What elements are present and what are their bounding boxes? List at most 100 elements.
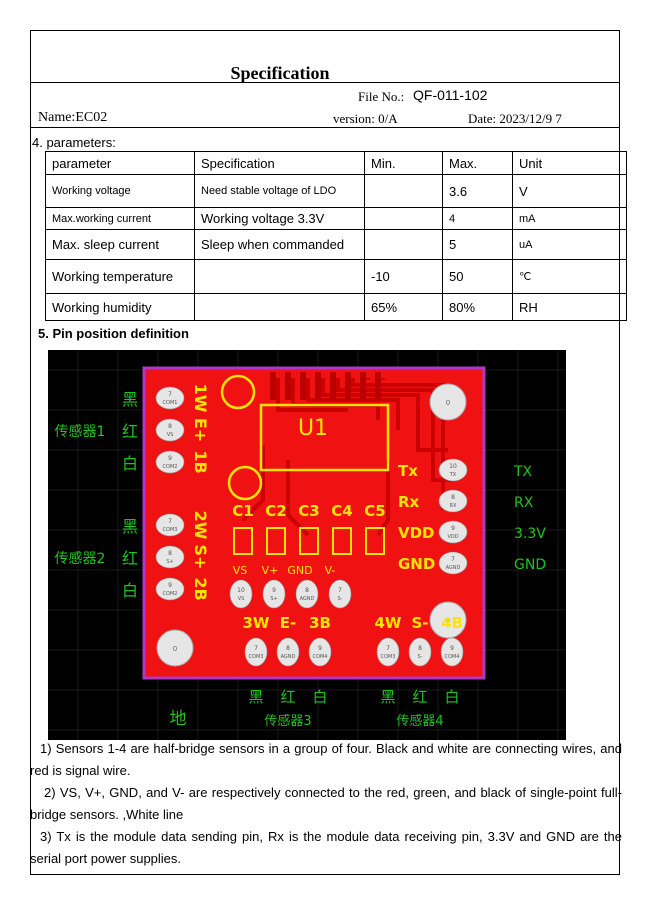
silk-label: E-: [280, 614, 296, 632]
sensor-pad: [408, 637, 432, 667]
silk-label: 1B: [191, 450, 210, 473]
mounting-hole: [429, 383, 467, 421]
note-3: 3) Tx is the module data sending pin, Rx…: [30, 829, 622, 866]
pad-label: COM2: [163, 591, 178, 597]
wire-color-label: 白: [122, 454, 138, 473]
capacitor-outline: [332, 527, 352, 555]
pad-label: S-: [338, 596, 343, 602]
pad-label: RX: [450, 503, 457, 509]
cap-row-label: V+: [262, 564, 279, 577]
serial-pin-label: 3.3V: [514, 526, 546, 542]
column-header: Specification: [194, 151, 365, 175]
serial-pin-label: RX: [514, 495, 534, 511]
wire-color-label: 白: [444, 688, 459, 706]
wire-color-label: 黑: [380, 688, 395, 706]
silk-label: 2W: [191, 511, 210, 540]
pad-number: 10: [449, 463, 457, 470]
table-cell: [194, 259, 365, 294]
pad-label: S-: [418, 654, 423, 660]
pad-number: 8: [168, 550, 172, 557]
mounting-hole-label: 0: [446, 399, 450, 407]
column-header: Min.: [364, 151, 443, 175]
pad-label: VDD: [447, 534, 458, 540]
capacitor-label: C5: [364, 502, 385, 520]
pcb-trace: [351, 378, 445, 510]
file-no-label: File No.:: [358, 89, 405, 104]
sensor-pad: [155, 450, 185, 474]
pcb-trace: [276, 378, 348, 412]
pcb-trace: [241, 445, 265, 522]
pad-label: COM3: [249, 654, 264, 660]
signal-pad: [229, 579, 253, 609]
page-title: Specification: [230, 63, 330, 83]
pad-label: TX: [449, 472, 457, 478]
table-cell: Working humidity: [45, 293, 195, 321]
section-4-heading: 4. parameters:: [32, 135, 116, 150]
table-cell: [364, 174, 443, 208]
signal-pad: [262, 579, 286, 609]
table-cell: -10: [364, 259, 443, 294]
silk-label: VDD: [398, 524, 435, 542]
pad-number: 7: [451, 556, 455, 563]
wire-color-label: 黑: [248, 688, 263, 706]
table-cell: [364, 207, 443, 230]
sensor-pad: [376, 637, 400, 667]
wire-color-label: 红: [122, 422, 138, 441]
chip-outline: [259, 403, 390, 472]
pad-number: 9: [168, 582, 172, 589]
pad-label: S+: [166, 559, 173, 565]
pad-label: COM1: [163, 400, 178, 406]
signal-pad: [328, 579, 352, 609]
pad-number: 9: [272, 587, 276, 594]
pad-label: VS: [167, 432, 174, 438]
table-cell: uA: [512, 229, 627, 260]
pad-label: COM3: [381, 654, 396, 660]
serial-pad: [438, 489, 468, 513]
sensor-pad: [308, 637, 332, 667]
mounting-hole: [156, 629, 194, 667]
column-header: parameter: [45, 151, 195, 175]
table-cell: Working voltage 3.3V: [194, 207, 365, 230]
notes: 1) Sensors 1-4 are half-bridge sensors i…: [30, 738, 622, 870]
pad-number: 8: [168, 423, 172, 430]
wire-color-label: 黑: [122, 390, 138, 409]
cap-row-label: VS: [233, 564, 248, 577]
silk-label: S-: [411, 614, 428, 632]
pcb-trace: [376, 460, 390, 537]
silk-label: Tx: [398, 462, 418, 480]
silk-label: 4W: [375, 614, 402, 632]
pcb-trace: [336, 378, 453, 482]
sensor-group-label: 传感器2: [55, 550, 106, 567]
meta-divider: [30, 127, 620, 128]
note-1: 1) Sensors 1-4 are half-bridge sensors i…: [30, 741, 622, 778]
pad-number: 7: [254, 645, 258, 652]
note-2: 2) VS, V+, GND, and V- are respectively …: [30, 785, 622, 822]
pad-label: VS: [238, 596, 245, 602]
wire-color-label: 红: [412, 688, 427, 706]
table-cell: 3.6: [442, 174, 513, 208]
pad-label: S+: [270, 596, 277, 602]
pad-number: 7: [168, 391, 172, 398]
pad-label: COM2: [163, 464, 178, 470]
bottom-rule: [30, 874, 620, 875]
capacitor-outline: [266, 527, 286, 555]
table-cell: Need stable voltage of LDO: [194, 174, 365, 208]
pad-number: 7: [386, 645, 390, 652]
pad-number: 7: [338, 587, 342, 594]
mounting-hole-label: 0: [173, 645, 177, 653]
table-row: Max. sleep current Sleep when commanded …: [45, 229, 627, 260]
table-header-row: parameter Specification Min. Max. Unit: [45, 151, 627, 175]
chip-label: U1: [298, 416, 328, 441]
cap-row-label: V-: [325, 564, 336, 577]
sensor-pad: [244, 637, 268, 667]
pad-number: 8: [286, 645, 290, 652]
serial-pin-label: GND: [514, 557, 546, 573]
wire-color-label: 红: [280, 688, 295, 706]
sensor-pad: [155, 418, 185, 442]
silk-label: 1W: [191, 384, 210, 413]
section-5-heading: 5. Pin position definition: [38, 326, 189, 341]
table-cell: 80%: [442, 293, 513, 321]
silk-label: 2B: [191, 577, 210, 600]
table-row: Working humidity 65% 80% RH: [45, 293, 627, 321]
silk-label: S+: [191, 545, 210, 570]
